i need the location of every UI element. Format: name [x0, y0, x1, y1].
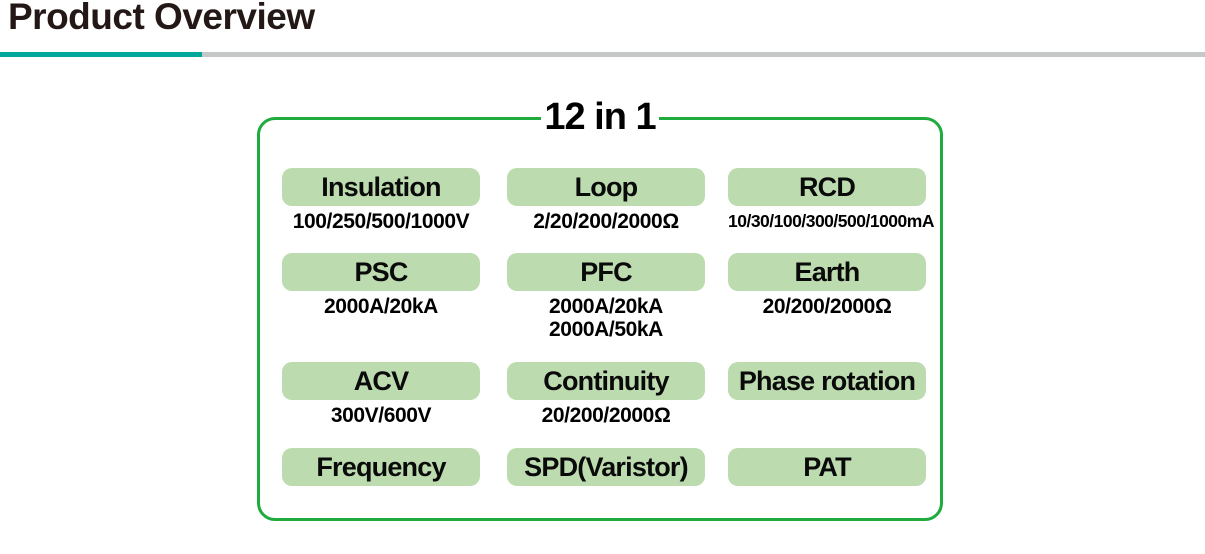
feature-value: 2000A/50kA: [549, 318, 663, 341]
feature-cell: PAT: [728, 448, 926, 486]
feature-value: 10/30/100/300/500/1000mA: [728, 211, 934, 231]
feature-value: 100/250/500/1000V: [292, 210, 470, 233]
title-underline-gray: [0, 52, 1205, 57]
feature-pill: PFC: [507, 253, 705, 291]
feature-value: 2/20/200/2000Ω: [533, 210, 679, 233]
feature-pill: Continuity: [507, 362, 705, 400]
feature-values: 100/250/500/1000V: [282, 210, 480, 233]
feature-values: 20/200/2000Ω: [728, 295, 926, 318]
page-title: Product Overview: [8, 0, 315, 37]
feature-pill: Phase rotation: [728, 362, 926, 400]
feature-cell: Phase rotation: [728, 362, 926, 400]
feature-cell: SPD(Varistor): [507, 448, 705, 486]
feature-cell: Insulation 100/250/500/1000V: [282, 168, 480, 233]
feature-pill: Frequency: [282, 448, 480, 486]
feature-pill: Insulation: [282, 168, 480, 206]
feature-values: 10/30/100/300/500/1000mA: [728, 210, 934, 233]
feature-pill: PAT: [728, 448, 926, 486]
feature-value: 20/200/2000Ω: [762, 295, 892, 318]
feature-cell: Frequency: [282, 448, 480, 486]
feature-cell: Continuity 20/200/2000Ω: [507, 362, 705, 427]
feature-values: 300V/600V: [282, 404, 480, 427]
feature-value: 2000A/20kA: [549, 295, 663, 318]
feature-pill: ACV: [282, 362, 480, 400]
feature-pill: Loop: [507, 168, 705, 206]
feature-cell: ACV 300V/600V: [282, 362, 480, 427]
feature-value: 2000A/20kA: [324, 295, 438, 318]
feature-cell: Earth 20/200/2000Ω: [728, 253, 926, 318]
title-underline: [0, 52, 1205, 57]
feature-cell: RCD 10/30/100/300/500/1000mA: [728, 168, 934, 233]
title-underline-accent: [0, 52, 202, 57]
feature-values: 20/200/2000Ω: [507, 404, 705, 427]
feature-values: 2/20/200/2000Ω: [507, 210, 705, 233]
feature-cell: Loop 2/20/200/2000Ω: [507, 168, 705, 233]
feature-value: 20/200/2000Ω: [541, 404, 671, 427]
feature-pill: RCD: [728, 168, 926, 206]
feature-pill: PSC: [282, 253, 480, 291]
feature-values: 2000A/20kA: [282, 295, 480, 318]
feature-pill: Earth: [728, 253, 926, 291]
feature-pill: SPD(Varistor): [507, 448, 705, 486]
feature-value: 300V/600V: [330, 404, 432, 427]
feature-cell: PSC 2000A/20kA: [282, 253, 480, 318]
